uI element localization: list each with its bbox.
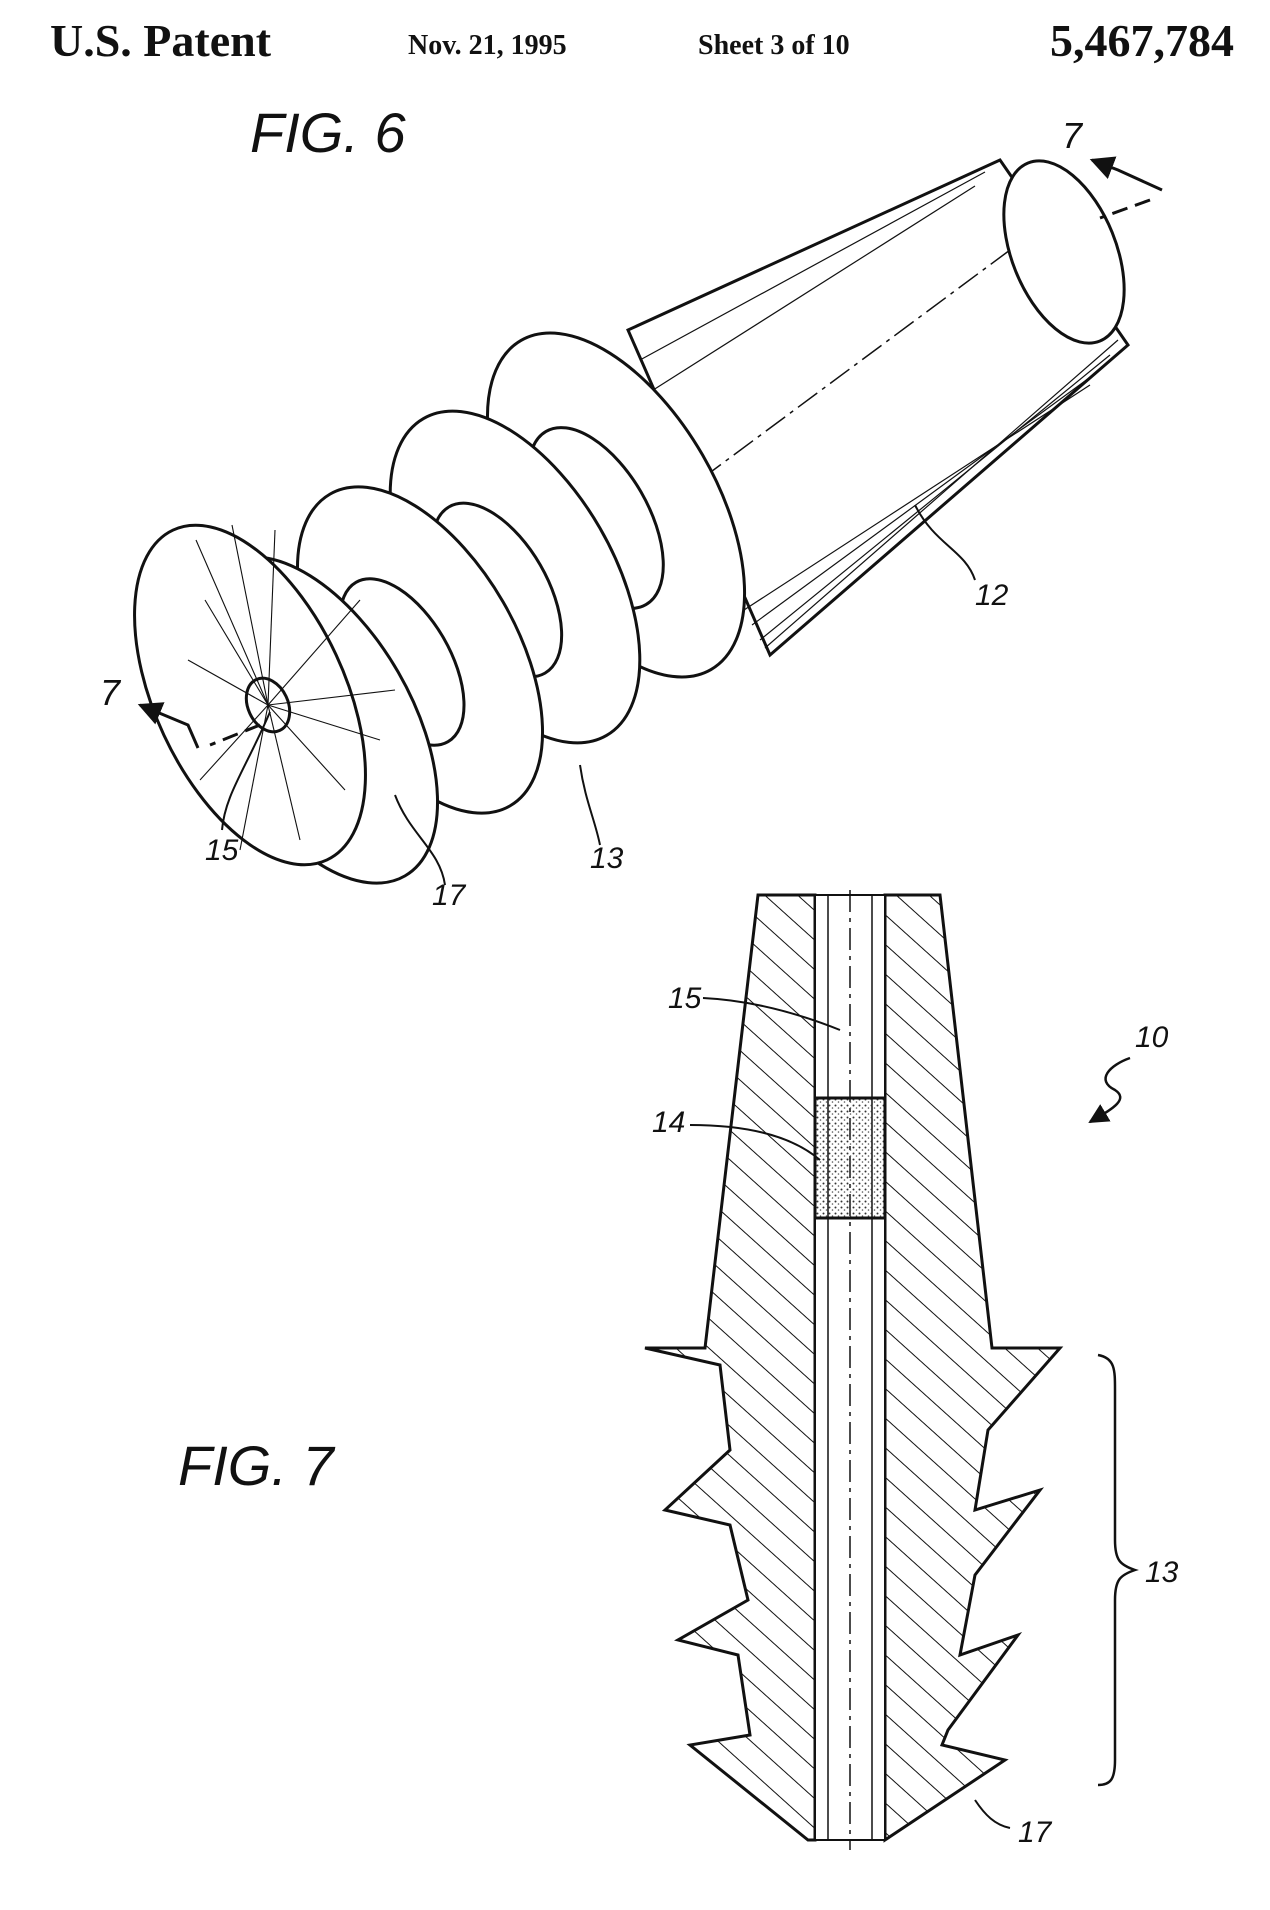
fig6-title: FIG. 6 [250,101,406,164]
fig7-label-filter: 14 [652,1106,685,1139]
fig7-leader-lines [689,997,1011,1829]
fig7-bore-lines [827,890,873,1850]
fig6-label-tip: 17 [432,879,467,912]
fig6-flanges [133,331,747,885]
fig7-left-wall [644,893,817,1842]
fig7-label-flanges: 13 [1145,1556,1179,1589]
fig7-brace [1097,1353,1139,1787]
header-sheet: Sheet 3 of 10 [698,30,850,61]
header-date: Nov. 21, 1995 [408,30,567,61]
fig7-device-arrow [1088,1056,1131,1124]
header-title: U.S. Patent [50,15,272,66]
fig6-body [626,158,1130,658]
fig7-filter-plug [813,1096,887,1220]
fig6-section-line [137,156,1163,749]
fig7-right-wall [883,893,1064,1843]
fig6-section-marker-bottom: 7 [100,672,122,713]
figure-6: FIG. 6 [100,101,1163,912]
fig7-title: FIG. 7 [178,1434,335,1497]
fig6-label-bore: 15 [205,834,239,867]
fig7-label-tip: 17 [1018,1816,1053,1849]
fig7-label-device: 10 [1135,1021,1169,1054]
fig7-label-bore: 15 [668,982,702,1015]
fig6-label-body: 12 [975,579,1009,612]
header-patent-number: 5,467,784 [1050,15,1234,66]
fig6-label-flange: 13 [590,842,624,875]
fig6-leader-lines [221,504,976,886]
figure-7: FIG. 7 10 15 14 13 17 [178,890,1179,1850]
fig6-section-marker-top: 7 [1062,115,1084,156]
